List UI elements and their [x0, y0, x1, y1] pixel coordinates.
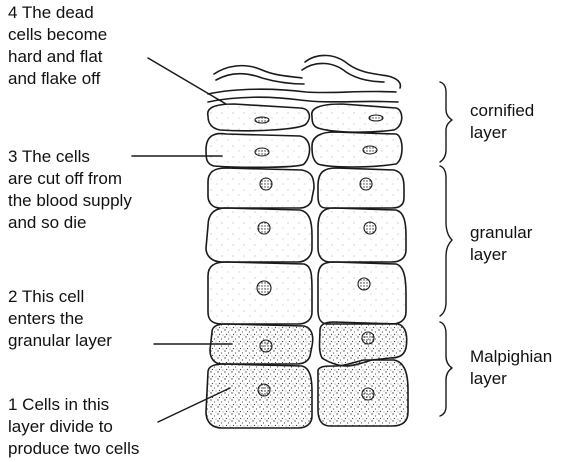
- malpighian-bracket: [440, 322, 452, 416]
- annotation-cut-off: 3 The cells are cut off from the blood s…: [8, 146, 132, 234]
- cornified-cells: [206, 104, 402, 167]
- annotation-enters-granular: 2 This cell enters the granular layer: [8, 286, 112, 352]
- pointer-line-dead-cells: [148, 58, 226, 104]
- flaking-dead-cells: [208, 55, 400, 102]
- layer-label-cornified: cornified layer: [470, 100, 534, 144]
- malpighian-cells: [206, 322, 408, 428]
- annotation-cells-divide: 1 Cells in this layer divide to produce …: [8, 394, 139, 460]
- layer-label-granular: granular layer: [470, 222, 532, 266]
- annotation-dead-cells: 4 The dead cells become hard and flat an…: [8, 2, 107, 90]
- layer-label-malpighian: Malpighian layer: [470, 346, 552, 390]
- granular-bracket: [440, 166, 452, 316]
- cornified-bracket: [440, 82, 452, 162]
- granular-cells: [206, 168, 406, 324]
